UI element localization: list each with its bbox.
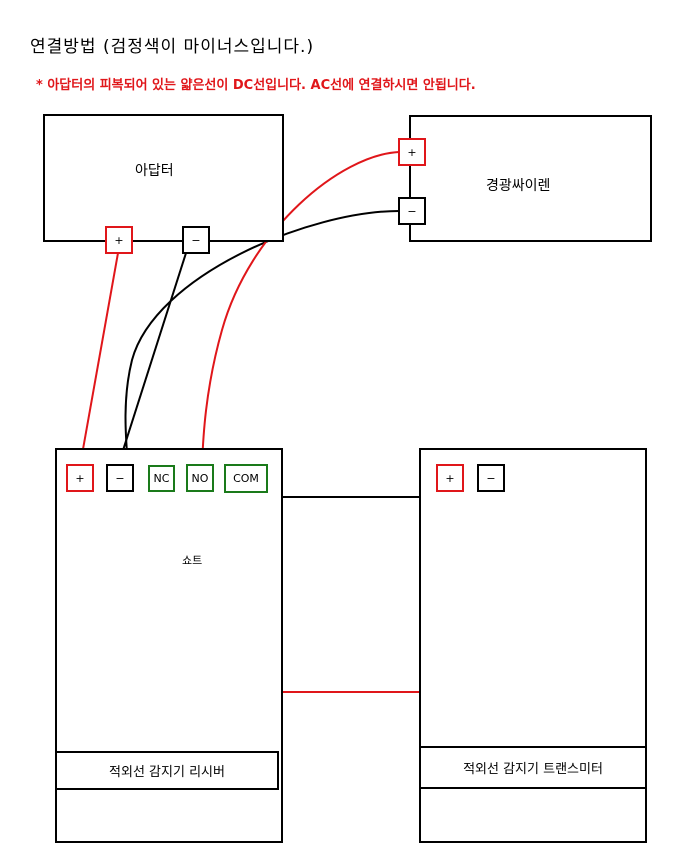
receiver-no-terminal: NO (186, 464, 214, 492)
transmitter-minus-terminal: − (477, 464, 505, 492)
adapter-label: 아답터 (135, 163, 174, 179)
siren-box: 경광싸이렌 (409, 115, 652, 242)
transmitter-label-plate: 적외선 감지기 트랜스미터 (419, 746, 647, 789)
siren-label: 경광싸이렌 (486, 178, 551, 194)
wire-siren-minus-to-receiver-minus (124, 210, 400, 467)
receiver-com-terminal: COM (224, 464, 268, 493)
warning-note: * 아답터의 피복되어 있는 얇은선이 DC선입니다. AC선에 연결하시면 안… (36, 78, 476, 93)
siren-plus-terminal: + (398, 138, 426, 166)
receiver-minus-terminal: − (106, 464, 134, 492)
short-label: 쇼트 (176, 552, 209, 568)
receiver-label: 적외선 감지기 리시버 (109, 765, 225, 780)
wire-adapter-plus-to-receiver-plus (79, 252, 119, 467)
transmitter-plus-terminal: + (436, 464, 464, 492)
wire-adapter-minus-to-receiver-minus (117, 252, 187, 467)
page-title: 연결방법 (검정색이 마이너스입니다.) (30, 37, 315, 57)
adapter-minus-terminal: − (182, 226, 210, 254)
receiver-label-plate: 적외선 감지기 리시버 (55, 751, 279, 790)
adapter-box: 아답터 (43, 114, 284, 242)
receiver-plus-terminal: + (66, 464, 94, 492)
wire-siren-plus-to-receiver-no (201, 151, 400, 466)
adapter-plus-terminal: + (105, 226, 133, 254)
transmitter-label: 적외선 감지기 트랜스미터 (463, 762, 603, 777)
siren-minus-terminal: − (398, 197, 426, 225)
receiver-nc-terminal: NC (148, 465, 175, 492)
